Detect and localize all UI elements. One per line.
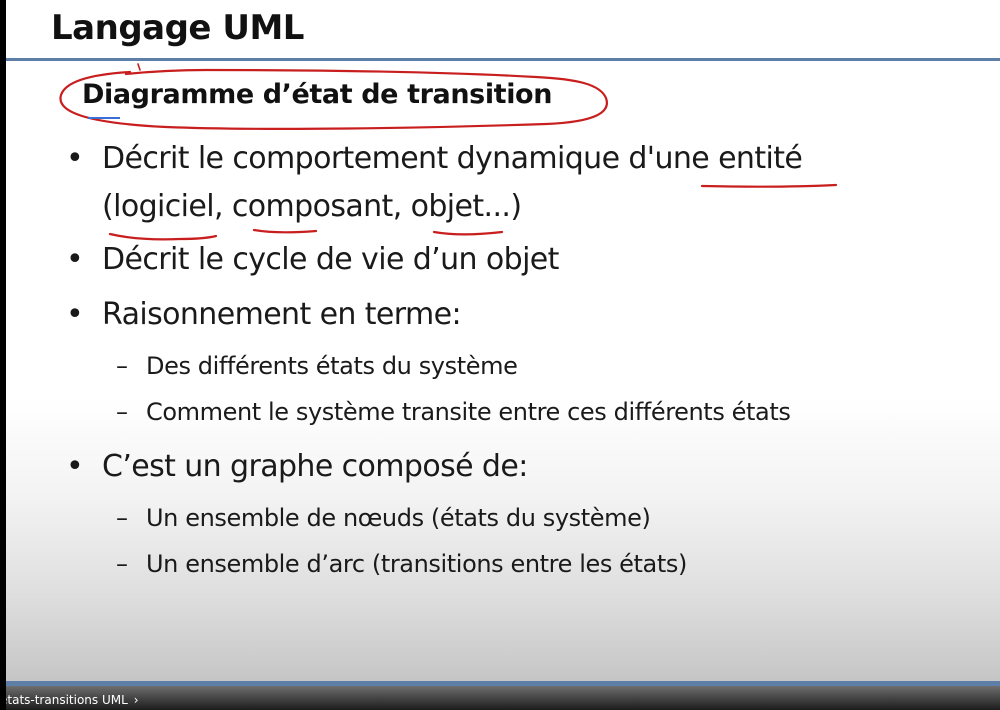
bullet-text: Décrit le comportement dynamique d'une e…: [102, 141, 803, 176]
sub-item: –Des différents états du système: [116, 352, 518, 380]
sub-item-text: Des différents états du système: [146, 352, 518, 380]
sub-item-text: Un ensemble de nœuds (états du système): [146, 504, 651, 532]
slide-subtitle: Diagramme d’état de transition: [82, 79, 553, 110]
underline-objet: [432, 230, 504, 236]
bullet-marker: •: [66, 449, 84, 484]
bullet-item-3: • Raisonnement en terme:: [66, 297, 462, 332]
sub-item-text: Comment le système transite entre ces di…: [146, 398, 791, 426]
bullet-marker: •: [66, 141, 84, 176]
dash-marker: –: [116, 504, 128, 532]
bullet-text: Décrit le cycle de vie d’un objet: [102, 242, 559, 277]
underline-une-entite: [700, 183, 838, 188]
bullet-text: Raisonnement en terme:: [102, 297, 462, 332]
chapter-label: états-transitions UML: [6, 693, 128, 707]
video-player-bar: [6, 686, 1000, 710]
chevron-right-icon: ›: [133, 693, 139, 707]
bullet-text: C’est un graphe composé de:: [102, 449, 528, 484]
sub-item: –Un ensemble d’arc (transitions entre le…: [116, 550, 687, 578]
bullet-marker: •: [66, 297, 84, 332]
bullet-marker: •: [66, 242, 84, 277]
bullet-item-4: • C’est un graphe composé de:: [66, 449, 528, 484]
bullet-item-1-continuation: (logiciel, composant, objet...): [66, 189, 522, 224]
bullet-text: (logiciel, composant, objet...): [102, 189, 522, 224]
dash-marker: –: [116, 550, 128, 578]
slide-frame: Langage UML Diagramme d’état de transiti…: [6, 0, 1000, 710]
tick-mark: [137, 63, 141, 71]
bullet-item-1: • Décrit le comportement dynamique d'une …: [66, 141, 803, 176]
sub-item: –Un ensemble de nœuds (états du système): [116, 504, 651, 532]
chapter-link[interactable]: états-transitions UML ›: [6, 693, 139, 707]
underline-logiciel: [108, 232, 218, 241]
title-divider: [6, 58, 1000, 61]
slide-title: Langage UML: [51, 8, 304, 48]
sub-item-text: Un ensemble d’arc (transitions entre les…: [146, 550, 687, 578]
dash-marker: –: [116, 398, 128, 426]
sub-item: –Comment le système transite entre ces d…: [116, 398, 791, 426]
dash-marker: –: [116, 352, 128, 380]
footer-divider: [6, 681, 1000, 686]
bullet-item-2: • Décrit le cycle de vie d’un objet: [66, 242, 559, 277]
underline-composant: [252, 228, 318, 234]
